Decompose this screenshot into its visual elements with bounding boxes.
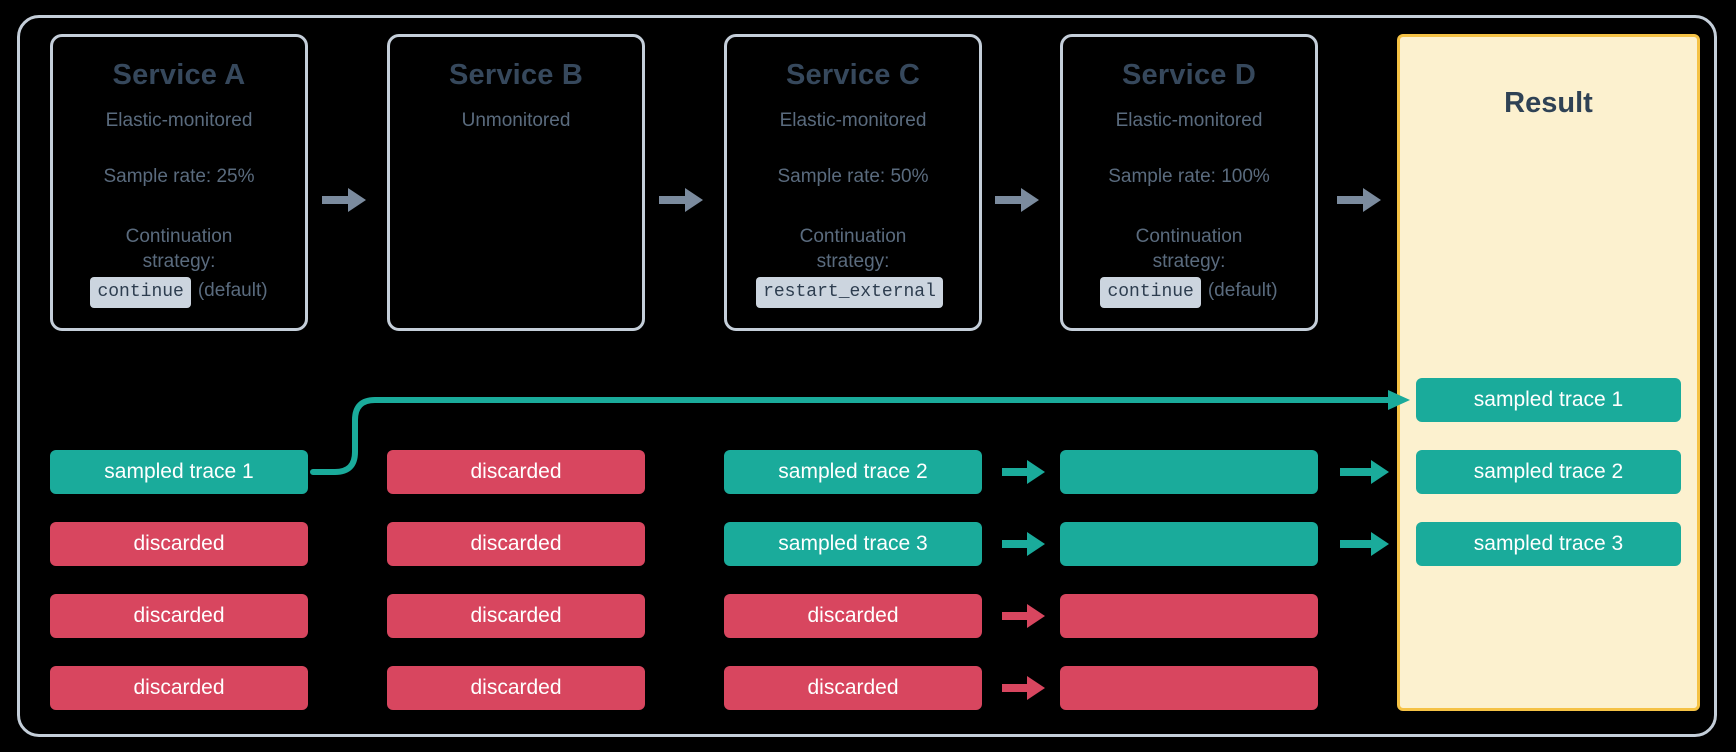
strategy-value-code: restart_external bbox=[756, 276, 943, 309]
outer-frame bbox=[17, 15, 1717, 737]
trace-box: discarded bbox=[387, 522, 645, 566]
arrow-right-icon bbox=[659, 188, 703, 212]
service-box-a: Service A Elastic-monitored Sample rate:… bbox=[50, 34, 308, 331]
strategy-label-line1: Continuation bbox=[125, 226, 233, 247]
trace-arrow-d-to-result-row1 bbox=[1340, 459, 1390, 490]
trace-box: sampled trace 3 bbox=[724, 522, 982, 566]
flow-arrow-b-to-c bbox=[659, 187, 704, 218]
service-monitoring: Elastic-monitored bbox=[779, 110, 927, 131]
arrow-right-icon bbox=[1002, 460, 1045, 484]
service-title: Service D bbox=[1122, 59, 1256, 91]
trace-box: discarded bbox=[387, 594, 645, 638]
service-strategy: Continuation strategy: continue (default… bbox=[53, 224, 305, 309]
strategy-default-note: (default) bbox=[197, 279, 268, 301]
result-trace-box: sampled trace 3 bbox=[1416, 522, 1681, 566]
result-title: Result bbox=[1504, 87, 1593, 119]
trace-box: discarded bbox=[724, 666, 982, 710]
service-sample-rate: Sample rate: 50% bbox=[777, 166, 929, 187]
trace-arrow-c-to-d-row4 bbox=[1002, 675, 1046, 706]
trace-box: discarded bbox=[50, 522, 308, 566]
trace-box bbox=[1060, 450, 1318, 494]
service-strategy: Continuation strategy: continue (default… bbox=[1063, 224, 1315, 309]
trace-box bbox=[1060, 594, 1318, 638]
result-trace-box: sampled trace 2 bbox=[1416, 450, 1681, 494]
arrow-right-icon bbox=[1002, 676, 1045, 700]
service-monitoring: Elastic-monitored bbox=[105, 110, 253, 131]
trace-box bbox=[1060, 666, 1318, 710]
arrow-right-icon bbox=[995, 188, 1039, 212]
strategy-default-note: (default) bbox=[1207, 279, 1278, 301]
strategy-label-line1: Continuation bbox=[1135, 226, 1243, 247]
arrow-right-icon bbox=[1002, 532, 1045, 556]
arrow-right-icon bbox=[1002, 604, 1045, 628]
service-box-d: Service D Elastic-monitored Sample rate:… bbox=[1060, 34, 1318, 331]
trace-box: sampled trace 2 bbox=[724, 450, 982, 494]
flow-arrow-d-to-result bbox=[1337, 187, 1382, 218]
trace-box: discarded bbox=[387, 666, 645, 710]
strategy-label-line2: strategy: bbox=[1152, 251, 1226, 273]
arrow-right-icon bbox=[1340, 532, 1389, 556]
arrow-right-icon bbox=[1337, 188, 1381, 212]
strategy-value-code: continue bbox=[1100, 276, 1201, 309]
result-panel: Result bbox=[1397, 34, 1700, 711]
strategy-label-line2: strategy: bbox=[142, 251, 216, 273]
service-box-b: Service B Unmonitored bbox=[387, 34, 645, 331]
flow-arrow-c-to-d bbox=[995, 187, 1040, 218]
flow-arrow-a-to-b bbox=[322, 187, 367, 218]
service-sample-rate: Sample rate: 100% bbox=[1108, 166, 1270, 187]
trace-box bbox=[1060, 522, 1318, 566]
trace-box: discarded bbox=[724, 594, 982, 638]
service-title: Service B bbox=[449, 59, 583, 91]
strategy-label-line2: strategy: bbox=[816, 251, 890, 273]
strategy-value-code: continue bbox=[90, 276, 191, 309]
service-title: Service C bbox=[786, 59, 920, 91]
result-trace-box: sampled trace 1 bbox=[1416, 378, 1681, 422]
service-box-c: Service C Elastic-monitored Sample rate:… bbox=[724, 34, 982, 331]
service-strategy: Continuation strategy: restart_external bbox=[727, 224, 979, 309]
trace-box: discarded bbox=[387, 450, 645, 494]
service-monitoring: Elastic-monitored bbox=[1115, 110, 1263, 131]
trace-box: discarded bbox=[50, 594, 308, 638]
trace-arrow-c-to-d-row1 bbox=[1002, 459, 1046, 490]
service-title: Service A bbox=[112, 59, 246, 91]
trace-box: sampled trace 1 bbox=[50, 450, 308, 494]
trace-box: discarded bbox=[50, 666, 308, 710]
arrow-right-icon bbox=[1340, 460, 1389, 484]
service-monitoring: Unmonitored bbox=[461, 110, 571, 131]
trace-arrow-c-to-d-row2 bbox=[1002, 531, 1046, 562]
trace-arrow-c-to-d-row3 bbox=[1002, 603, 1046, 634]
arrow-right-icon bbox=[322, 188, 366, 212]
service-sample-rate: Sample rate: 25% bbox=[103, 166, 255, 187]
strategy-label-line1: Continuation bbox=[799, 226, 907, 247]
trace-arrow-d-to-result-row2 bbox=[1340, 531, 1390, 562]
